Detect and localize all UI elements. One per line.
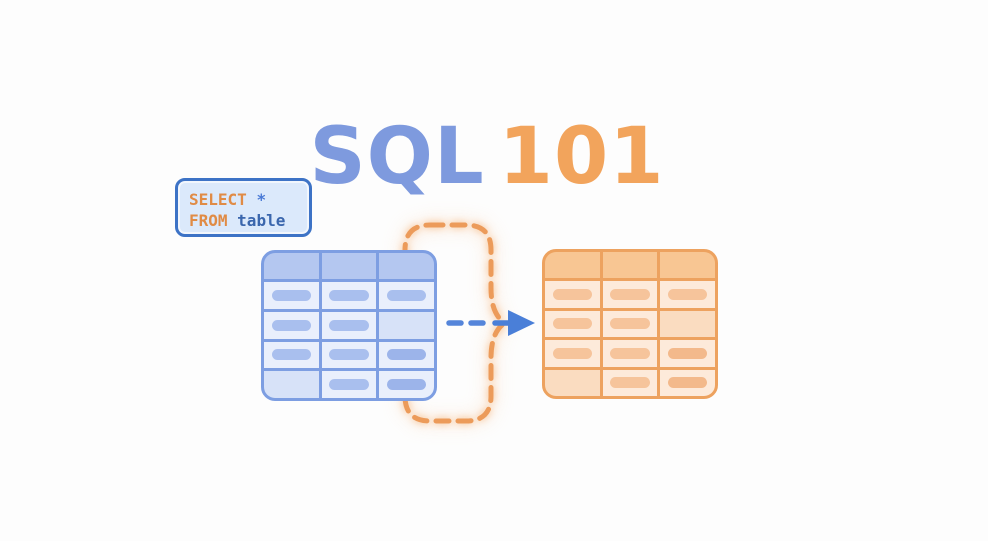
cell-value-pill	[386, 349, 427, 361]
table-cell	[602, 340, 658, 367]
table-header-cell	[379, 253, 434, 279]
cell-value-pill	[667, 288, 708, 300]
cell-value-pill	[667, 377, 708, 389]
cell-value-pill	[329, 319, 369, 331]
table-cell	[660, 369, 715, 396]
table-cell	[379, 282, 434, 309]
table-cell	[264, 371, 319, 398]
table-cell	[660, 340, 715, 367]
cell-value-pill	[610, 318, 650, 330]
table-cell	[264, 311, 319, 339]
cell-value-pill	[386, 289, 427, 301]
query-line-2: FROM table	[189, 210, 309, 231]
cell-value-pill	[552, 318, 592, 330]
from-keyword: FROM	[189, 211, 228, 230]
result-table	[542, 249, 718, 399]
table-cell	[264, 282, 319, 309]
table-cell	[379, 371, 434, 398]
cell-value-pill	[610, 377, 650, 389]
table-cell	[602, 369, 658, 396]
table-cell	[602, 281, 658, 308]
cell-value-pill	[329, 349, 369, 361]
table-cell	[379, 311, 434, 339]
table-header-cell	[545, 252, 600, 278]
table-cell	[545, 340, 600, 367]
cell-value-pill	[329, 379, 369, 391]
table-header-cell	[602, 252, 658, 278]
table-cell	[321, 282, 377, 309]
table-header-cell	[660, 252, 715, 278]
cell-value-pill	[552, 288, 592, 300]
table-cell	[264, 341, 319, 369]
cell-value-pill	[610, 288, 650, 300]
table-header-cell	[264, 253, 319, 279]
query-line-1: SELECT *	[189, 189, 309, 210]
cell-value-pill	[329, 289, 369, 301]
cell-value-pill	[610, 347, 650, 359]
table-identifier: table	[237, 211, 286, 230]
table-cell	[545, 369, 600, 396]
table-cell	[602, 310, 658, 337]
cell-value-pill	[271, 349, 311, 361]
table-cell	[660, 310, 715, 337]
sql-query-snippet: SELECT * FROM table	[175, 178, 312, 237]
cell-value-pill	[552, 347, 592, 359]
cell-value-pill	[667, 347, 708, 359]
table-cell	[379, 341, 434, 369]
table-cell	[545, 281, 600, 308]
cell-value-pill	[271, 289, 311, 301]
table-cell	[321, 341, 377, 369]
title-number-101: 101	[498, 112, 665, 202]
table-cell	[321, 371, 377, 398]
table-cell	[321, 311, 377, 339]
cell-value-pill	[386, 379, 427, 391]
right-arrow-icon	[446, 310, 535, 336]
source-table	[261, 250, 437, 401]
star-operator: *	[256, 190, 267, 209]
cell-value-pill	[271, 319, 311, 331]
table-cell	[660, 281, 715, 308]
title-word-sql: SQL	[309, 112, 485, 202]
select-keyword: SELECT	[189, 190, 247, 209]
table-header-cell	[321, 253, 377, 279]
table-cell	[545, 310, 600, 337]
